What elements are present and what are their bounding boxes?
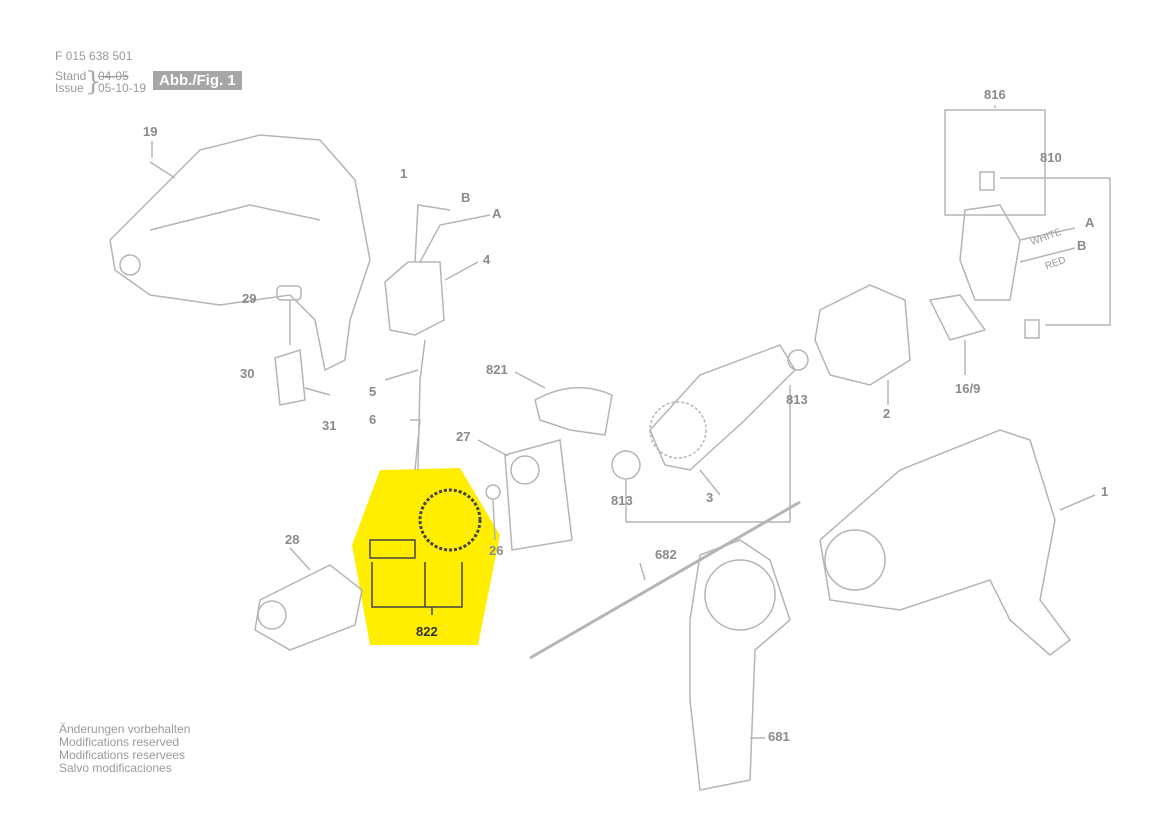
- part-label-19: 19: [143, 124, 158, 139]
- gear: [418, 488, 482, 552]
- part-label-682: 682: [655, 547, 677, 562]
- footer-line-de: Änderungen vorbehalten: [59, 722, 191, 736]
- part-label-810: 810: [1040, 150, 1062, 165]
- part-label-822: 822: [416, 624, 438, 639]
- wire-label-b-right: B: [1077, 238, 1087, 253]
- depth-rod: [529, 500, 801, 660]
- stand-value: 04-05: [98, 69, 129, 83]
- wire-label-b: B: [461, 190, 471, 205]
- chuck: [254, 564, 363, 651]
- part-label-821: 821: [486, 362, 508, 377]
- wire-label-a-right: A: [1085, 215, 1095, 230]
- part-label-5: 5: [369, 384, 377, 399]
- part-label-813-right: 813: [786, 392, 808, 407]
- part-label-16-9: 16/9: [955, 381, 981, 396]
- part-label-813-left: 813: [611, 493, 633, 508]
- stand-label: Stand: [55, 69, 87, 83]
- footer-line-es: Salvo modificaciones: [59, 761, 172, 775]
- aux-handle: [689, 539, 791, 791]
- part-label-1-assembled: 1: [1101, 484, 1109, 499]
- field: [814, 284, 911, 386]
- switch: [384, 261, 445, 336]
- part-label-29: 29: [242, 291, 257, 306]
- part-number: F 015 638 501: [55, 49, 133, 63]
- part-label-28: 28: [285, 532, 300, 547]
- footer-line-en: Modifications reserved: [59, 735, 180, 749]
- part-label-816: 816: [984, 87, 1006, 102]
- footer-line-fr: Modifications reservees: [59, 748, 186, 762]
- issue-value: 05-10-19: [98, 81, 147, 95]
- part-label-31: 31: [322, 418, 337, 433]
- part-label-30: 30: [240, 366, 255, 381]
- armature: [649, 344, 796, 471]
- cover: [534, 386, 613, 436]
- part-label-1: 1: [400, 166, 408, 181]
- part-label-681: 681: [768, 729, 790, 744]
- part-label-26: 26: [489, 543, 504, 558]
- part-label-2: 2: [883, 406, 891, 421]
- brace: }: [85, 67, 102, 97]
- housing-half: [109, 134, 371, 372]
- part-label-4: 4: [483, 252, 491, 267]
- highlight-area: [352, 468, 500, 645]
- issue-label: Issue: [55, 81, 84, 95]
- plate: [504, 439, 573, 551]
- figure-label: Abb./Fig. 1: [153, 71, 242, 90]
- wire-label-a: A: [492, 206, 502, 221]
- drill-assembled: [819, 429, 1072, 656]
- part-label-27: 27: [456, 429, 471, 444]
- brush-holder: [959, 204, 1021, 301]
- part-label-3: 3: [706, 490, 714, 505]
- part-label-6: 6: [369, 412, 377, 427]
